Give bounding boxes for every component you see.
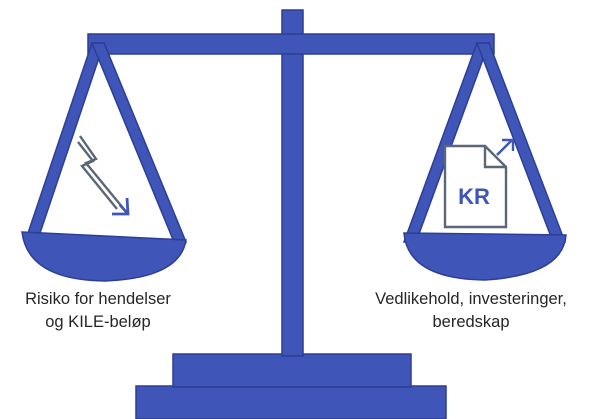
left-caption-line-2: og KILE-beløp (45, 313, 151, 331)
right-pan-caption: Vedlikehold, investeringer, beredskap (350, 288, 592, 334)
right-pan-strings (402, 42, 567, 243)
document-kr-label: KR (458, 184, 490, 209)
scale-beam (87, 33, 495, 55)
right-pan (403, 232, 567, 281)
scale-center-pole (281, 9, 304, 357)
left-pan-caption: Risiko for hendelser og KILE-beløp (0, 288, 196, 334)
lightning-bolt-arrow-icon (77, 135, 130, 216)
left-pan-strings (23, 42, 188, 243)
right-caption-line-1: Vedlikehold, investeringer, (375, 290, 567, 308)
scale-base-top (172, 353, 412, 388)
left-pan (21, 231, 187, 282)
right-caption-line-2: beredskap (432, 313, 510, 331)
scale-base-bottom (135, 385, 447, 419)
left-caption-line-1: Risiko for hendelser (25, 290, 171, 308)
invoice-kr-arrow-icon: KR (443, 138, 515, 229)
